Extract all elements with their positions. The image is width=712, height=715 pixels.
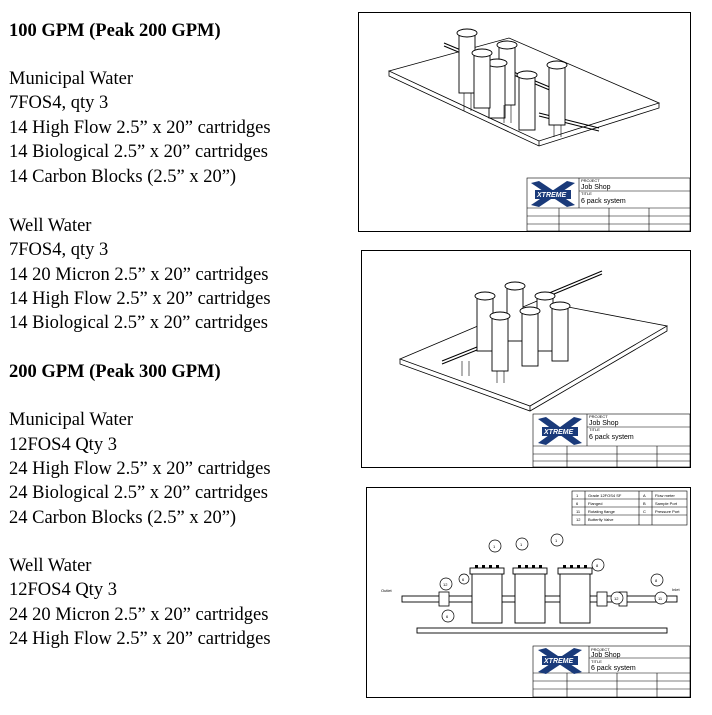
spec-line: 24 20 Micron 2.5” x 20” cartridges	[9, 605, 269, 625]
project-name: Job Shop	[581, 184, 611, 191]
isometric-drawing: XTREME PROJECT Job Shop TITLE 6 pack sys…	[387, 28, 690, 231]
balloon: 8	[596, 563, 599, 568]
spec-line: 14 Biological 2.5” x 20” cartridges	[9, 313, 268, 333]
legend-row: 6 Flanged B Sample Port	[576, 501, 678, 506]
legend-row: 11 Rotating flange C Pressure Port	[576, 509, 680, 514]
title-label: TITLE	[589, 427, 600, 432]
balloon: 6	[446, 614, 449, 619]
isometric-drawing: XTREME PROJECT Job Shop TITLE 6 pack sys…	[398, 270, 690, 467]
group-title: Municipal Water	[9, 410, 134, 430]
project-label: PROJECT	[581, 178, 600, 183]
svg-text:Sample Port: Sample Port	[655, 501, 678, 506]
drawing-title: 6 pack system	[589, 434, 634, 441]
balloon: 1	[520, 542, 523, 547]
group-title: Municipal Water	[9, 69, 134, 89]
svg-text:Pressure Port: Pressure Port	[655, 509, 680, 514]
spec-line: 7FOS4, qty 3	[9, 240, 109, 260]
balloon: 1	[493, 544, 496, 549]
group-title: Well Water	[9, 556, 92, 576]
outlet-label: Outlet	[381, 588, 393, 593]
balloon: 11	[658, 596, 663, 601]
logo-text: XTREME	[536, 192, 567, 199]
svg-text:C: C	[643, 509, 646, 514]
title-label: TITLE	[581, 191, 592, 196]
balloon: 8	[655, 578, 658, 583]
project-label: PROJECT	[591, 647, 610, 652]
spec-line: 14 High Flow 2.5” x 20” cartridges	[9, 118, 271, 138]
spec-line: 12FOS4 Qty 3	[9, 580, 117, 600]
legend-row: 1 Grade 12FOS4 SF A Flow meter	[576, 493, 675, 498]
spec-line: 24 Carbon Blocks (2.5” x 20”)	[9, 508, 237, 528]
spec-line: 12FOS4 Qty 3	[9, 435, 117, 455]
spec-line: 24 Biological 2.5” x 20” cartridges	[9, 483, 268, 503]
inlet-label: Inlet	[672, 587, 680, 592]
svg-text:B: B	[643, 501, 646, 506]
legend-table	[571, 490, 688, 526]
project-name: Job Shop	[591, 652, 621, 659]
project-label: PROJECT	[589, 414, 608, 419]
drawing-title: 6 pack system	[591, 665, 636, 672]
spec-line: 14 Biological 2.5” x 20” cartridges	[9, 142, 268, 162]
section-heading: 100 GPM (Peak 200 GPM)	[9, 21, 221, 41]
cad-drawing-1: XTREME PROJECT Job Shop TITLE 6 pack sys…	[358, 12, 691, 232]
spec-line: 24 High Flow 2.5” x 20” cartridges	[9, 629, 271, 649]
balloon: 12	[614, 596, 619, 601]
svg-text:Flanged: Flanged	[588, 501, 602, 506]
svg-text:12: 12	[576, 517, 581, 522]
spec-line: 14 High Flow 2.5” x 20” cartridges	[9, 289, 271, 309]
balloon: 12	[443, 582, 448, 587]
svg-text:11: 11	[576, 509, 581, 514]
svg-text:6: 6	[576, 501, 579, 506]
balloon: 6	[462, 577, 465, 582]
cad-drawing-3: 1 Grade 12FOS4 SF A Flow meter 6 Flanged…	[366, 487, 691, 698]
logo-text: XTREME	[543, 658, 574, 665]
drawing-title: 6 pack system	[581, 198, 626, 205]
svg-text:A: A	[643, 493, 646, 498]
section-heading: 200 GPM (Peak 300 GPM)	[9, 362, 221, 382]
legend-row: 12 Butterfly Valve	[576, 517, 614, 522]
group-title: Well Water	[9, 216, 92, 236]
svg-text:Butterfly Valve: Butterfly Valve	[588, 517, 614, 522]
logo-xtreme: XTREME	[538, 417, 582, 445]
spec-line: 14 20 Micron 2.5” x 20” cartridges	[9, 265, 269, 285]
spec-line: 7FOS4, qty 3	[9, 93, 109, 113]
svg-text:Rotating flange: Rotating flange	[588, 509, 616, 514]
spec-line: 24 High Flow 2.5” x 20” cartridges	[9, 459, 271, 479]
project-name: Job Shop	[589, 420, 619, 427]
cad-drawing-2: XTREME PROJECT Job Shop TITLE 6 pack sys…	[361, 250, 691, 468]
balloon: 1	[555, 538, 558, 543]
spec-line: 14 Carbon Blocks (2.5” x 20”)	[9, 167, 237, 187]
svg-text:Grade 12FOS4 SF: Grade 12FOS4 SF	[588, 493, 622, 498]
plan-drawing: 1 Grade 12FOS4 SF A Flow meter 6 Flanged…	[381, 490, 690, 697]
logo-text: XTREME	[543, 429, 574, 436]
svg-text:Flow meter: Flow meter	[655, 493, 675, 498]
title-label: TITLE	[591, 659, 602, 664]
logo-xtreme: XTREME	[531, 181, 575, 207]
svg-text:1: 1	[576, 493, 579, 498]
logo-xtreme: XTREME	[538, 648, 582, 674]
